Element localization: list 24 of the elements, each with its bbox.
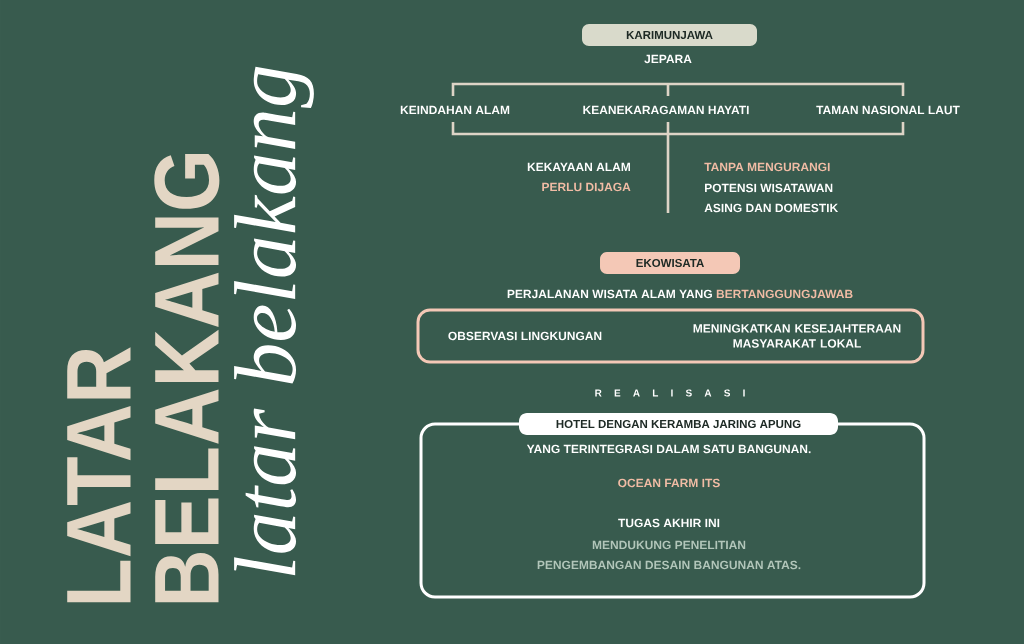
note-text: TANPA MENGURANGI — [704, 162, 830, 172]
rounded-box — [416, 308, 925, 364]
heading-pill: EKOWISATA — [600, 252, 740, 274]
category-label: KEANEKARAGAMAN HAYATI — [583, 105, 749, 115]
note-text: PERLU DIJAGA — [542, 182, 631, 192]
script-text: latar belakang — [234, 66, 314, 576]
vertical-title: LATAR BELAKANG — [67, 154, 220, 603]
box-text: MENDUKUNG PENELITIAN — [592, 540, 746, 550]
note-text: KEKAYAAN ALAM — [527, 162, 630, 172]
note-text: POTENSI WISATAWAN — [705, 183, 833, 193]
box-text: PENGEMBANGAN DESAIN BANGUNAN ATAS. — [537, 560, 801, 570]
section-heading: R E A L I S A S I — [595, 389, 745, 397]
box-text: MENINGKATKAN KESEJAHTERAAN MASYARAKAT LOKAL — [693, 324, 901, 348]
box-text: OBSERVASI LINGKUNGAN — [448, 331, 602, 341]
heading-pill: HOTEL DENGAN KERAMBA JARING APUNG — [519, 413, 838, 435]
box-text: YANG TERINTEGRASI DALAM SATU BANGUNAN. — [526, 444, 811, 454]
category-label: TAMAN NASIONAL LAUT — [816, 105, 960, 115]
note-text: ASING DAN DOMESTIK — [704, 203, 839, 213]
caption-text: PERJALANAN WISATA ALAM YANG BERTANGGUNGJAWAB — [507, 289, 853, 299]
box-text: OCEAN FARM ITS — [618, 478, 720, 488]
heading-pill: KARIMUNJAWA — [582, 24, 757, 46]
box-text: TUGAS AKHIR INI — [618, 518, 720, 528]
subtitle-text: JEPARA — [644, 54, 692, 64]
category-label: KEINDAHAN ALAM — [400, 105, 510, 115]
